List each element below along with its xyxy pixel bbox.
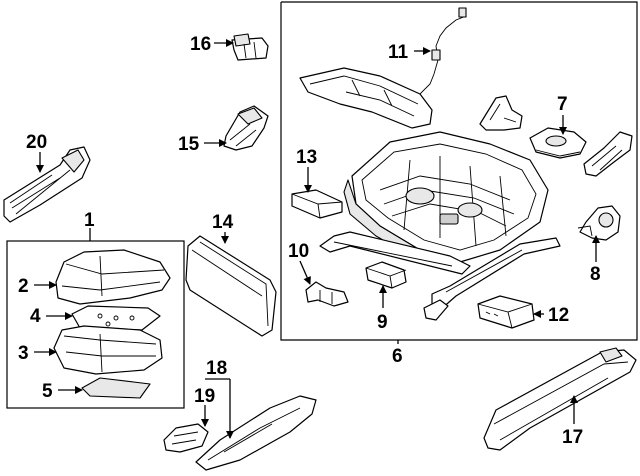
callout-1: 1 xyxy=(84,210,95,231)
callout-18: 18 xyxy=(206,358,227,379)
callout-20: 20 xyxy=(26,132,47,153)
bracket-left xyxy=(479,95,523,131)
track-group-frame xyxy=(280,1,638,341)
part-17-rail-cover xyxy=(483,347,637,451)
callout-5: 5 xyxy=(42,381,53,402)
leaders xyxy=(34,39,600,439)
part-10-fitting xyxy=(305,281,349,307)
callout-4: 4 xyxy=(30,306,41,327)
callout-9: 9 xyxy=(377,312,388,333)
part-13-module xyxy=(291,189,343,219)
callout-2: 2 xyxy=(18,276,29,297)
part-20-side-trim xyxy=(3,146,91,223)
part-12-module xyxy=(477,295,535,329)
part-16-clip xyxy=(231,33,269,61)
part-19-switch xyxy=(163,423,209,453)
cushion-group-frame xyxy=(6,240,185,409)
part-5-pad xyxy=(81,377,151,399)
callout-16: 16 xyxy=(190,34,211,55)
callout-13: 13 xyxy=(296,147,317,168)
callout-12: 12 xyxy=(548,305,569,326)
bracket-right xyxy=(583,131,633,177)
callout-14: 14 xyxy=(212,212,234,233)
part-2-cushion xyxy=(55,249,171,305)
callout-7: 7 xyxy=(557,94,568,115)
part-11-harness xyxy=(299,7,467,129)
callout-11: 11 xyxy=(388,42,409,63)
callout-6: 6 xyxy=(392,346,403,367)
callout-10: 10 xyxy=(288,241,309,262)
part-6-seat-frame xyxy=(319,131,561,321)
part-18-side-shield xyxy=(195,395,317,471)
callout-17: 17 xyxy=(562,427,583,448)
part-8-motor xyxy=(577,205,621,241)
callout-3: 3 xyxy=(18,343,29,364)
part-3-cushion-pad xyxy=(53,325,163,375)
part-14-pad xyxy=(185,235,277,337)
callout-15: 15 xyxy=(178,134,200,155)
part-9-switch xyxy=(365,261,407,289)
callout-19: 19 xyxy=(194,386,215,407)
part-15-handle xyxy=(223,105,269,151)
callout-8: 8 xyxy=(590,264,601,285)
part-7-motor xyxy=(529,127,587,159)
